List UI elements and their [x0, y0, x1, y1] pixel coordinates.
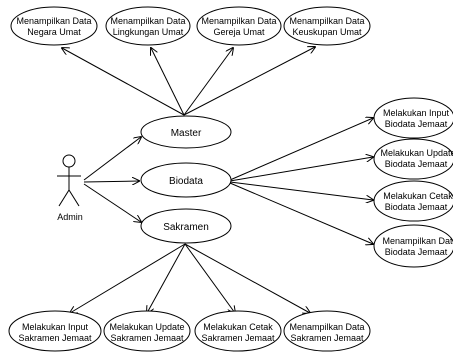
- use-case-update-biodata-line1: Melakukan Update: [380, 148, 453, 158]
- use-case-tampil-biodata-line1: Menampilkan Data: [382, 236, 453, 246]
- use-case-negara-umat-line2: Negara Umat: [27, 27, 81, 37]
- actor-left-leg: [58, 189, 70, 207]
- use-case-biodata-label: Biodata: [169, 176, 203, 187]
- use-case-gereja-umat: Menampilkan Data Gereja Umat: [196, 6, 282, 46]
- assoc-admin-biodata: [83, 181, 139, 182]
- assoc-master-keuskupan: [183, 47, 315, 116]
- use-case-master: Master: [140, 115, 232, 149]
- use-case-cetak-biodata-line1: Melakukan Cetak: [383, 191, 453, 201]
- assoc-sakramen-cetak: [184, 243, 235, 313]
- assoc-biodata-cetak: [229, 181, 373, 200]
- assoc-sakramen-update: [147, 243, 186, 313]
- use-case-biodata: Biodata: [140, 162, 232, 198]
- use-case-input-sakramen-line1: Melakukan Input: [22, 322, 89, 332]
- assoc-master-negara: [62, 48, 185, 116]
- use-case-tampil-sakramen-line2: Sakramen Jemaat: [290, 333, 364, 343]
- use-case-lingkungan-umat-line1: Menampilkan Data: [110, 16, 185, 26]
- assoc-biodata-input: [229, 118, 373, 181]
- use-case-lingkungan-umat: Menampilkan Data Lingkungan Umat: [105, 6, 191, 46]
- use-case-cetak-biodata: Melakukan Cetak Biodata Jemaat: [373, 180, 453, 222]
- assoc-master-gereja: [183, 48, 233, 116]
- assoc-sakramen-input: [70, 243, 186, 313]
- use-case-update-biodata-line2: Biodata Jemaat: [385, 159, 448, 169]
- use-case-tampil-sakramen: Menampilkan Data Sakramen Jemaat: [283, 310, 371, 352]
- use-case-update-sakramen-line2: Sakramen Jemaat: [110, 333, 184, 343]
- use-case-input-biodata-line2: Biodata Jemaat: [385, 119, 448, 129]
- use-case-cetak-sakramen: Melakukan Cetak Sakramen Jemaat: [194, 310, 282, 352]
- assoc-biodata-update: [229, 157, 373, 182]
- use-case-gereja-umat-line2: Gereja Umat: [213, 27, 265, 37]
- use-case-update-biodata: Melakukan Update Biodata Jemaat: [373, 138, 453, 180]
- use-case-lingkungan-umat-line2: Lingkungan Umat: [113, 27, 184, 37]
- use-case-tampil-biodata: Menampilkan Data Biodata Jemaat: [373, 224, 453, 268]
- use-case-cetak-sakramen-line1: Melakukan Cetak: [203, 322, 273, 332]
- assoc-biodata-tampil: [229, 182, 373, 244]
- use-case-cetak-sakramen-line2: Sakramen Jemaat: [201, 333, 275, 343]
- use-case-gereja-umat-line1: Menampilkan Data: [201, 16, 276, 26]
- assoc-admin-master: [83, 137, 141, 181]
- use-case-update-sakramen: Melakukan Update Sakramen Jemaat: [103, 310, 191, 352]
- use-case-keuskupan-umat-line2: Keuskupan Umat: [292, 27, 362, 37]
- use-case-sakramen: Sakramen: [140, 208, 232, 244]
- actor-admin: Admin: [57, 154, 83, 222]
- use-case-master-label: Master: [171, 128, 202, 139]
- use-case-input-sakramen-line2: Sakramen Jemaat: [18, 333, 92, 343]
- actor-head: [62, 154, 76, 168]
- use-case-update-sakramen-line1: Melakukan Update: [109, 322, 184, 332]
- actor-label: Admin: [57, 212, 83, 222]
- use-case-tampil-biodata-line2: Biodata Jemaat: [385, 247, 448, 257]
- associations: [62, 47, 373, 313]
- use-case-input-biodata: Melakukan Input Biodata Jemaat: [373, 97, 453, 139]
- actor-right-leg: [68, 189, 80, 207]
- assoc-sakramen-tampil: [184, 243, 310, 313]
- assoc-master-lingkungan: [151, 48, 185, 116]
- use-case-input-sakramen: Melakukan Input Sakramen Jemaat: [8, 310, 102, 352]
- use-case-keuskupan-umat-line1: Menampilkan Data: [289, 16, 364, 26]
- use-case-keuskupan-umat: Menampilkan Data Keuskupan Umat: [283, 6, 371, 46]
- use-case-input-biodata-line1: Melakukan Input: [383, 108, 450, 118]
- assoc-admin-sakramen: [83, 183, 141, 222]
- use-case-sakramen-label: Sakramen: [163, 222, 209, 233]
- use-case-negara-umat-line1: Menampilkan Data: [16, 16, 91, 26]
- use-case-tampil-sakramen-line1: Menampilkan Data: [289, 322, 364, 332]
- use-case-negara-umat: Menampilkan Data Negara Umat: [10, 6, 98, 46]
- use-case-cetak-biodata-line2: Biodata Jemaat: [385, 202, 448, 212]
